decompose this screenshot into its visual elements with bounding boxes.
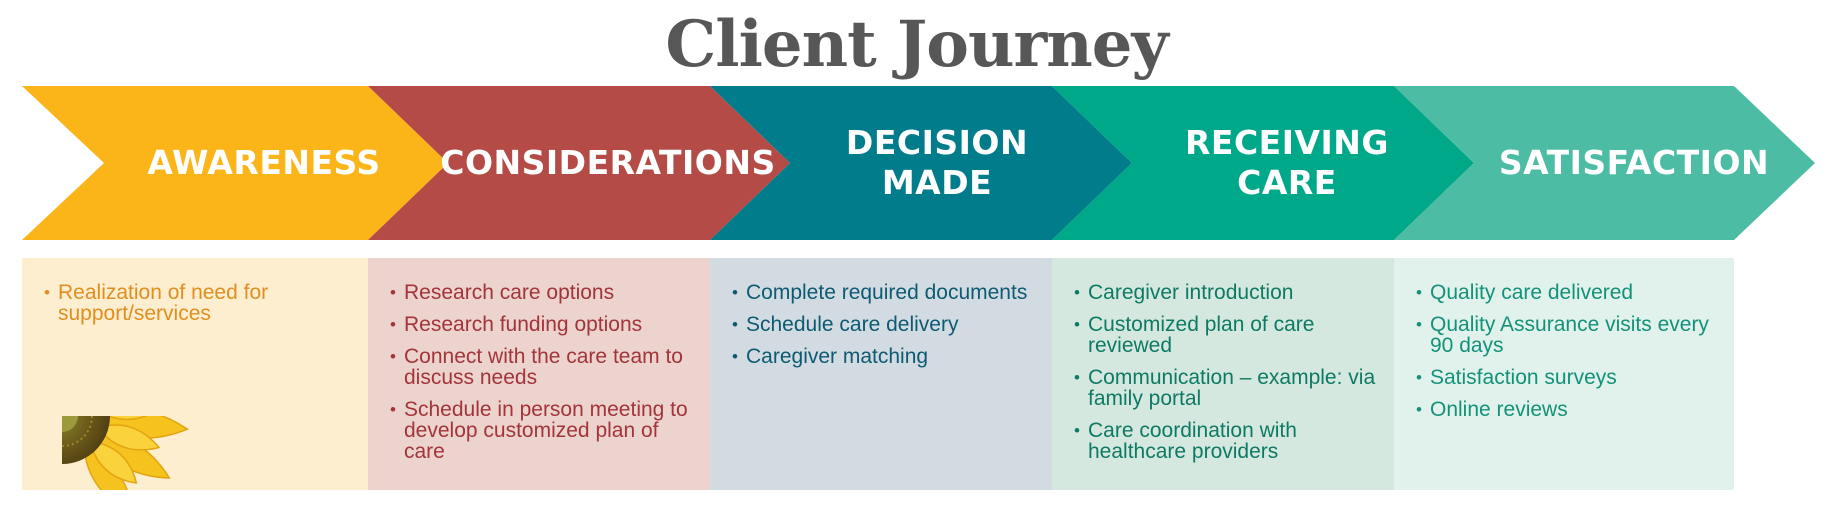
stage-label-line: CARE bbox=[1237, 163, 1337, 202]
sunflower-center bbox=[62, 416, 110, 464]
list-item: Caregiver matching bbox=[732, 346, 1038, 367]
list-item: Connect with the care team to discuss ne… bbox=[390, 346, 696, 388]
list-item: Research funding options bbox=[390, 314, 696, 335]
bullet-list: Quality care delivered Quality Assurance… bbox=[1416, 282, 1720, 420]
stage-label-line: AWARENESS bbox=[147, 143, 381, 182]
stage-label-line: RECEIVING bbox=[1184, 123, 1389, 162]
list-item: Schedule in person meeting to develop cu… bbox=[390, 399, 696, 462]
bullet-list: Realization of need for support/services bbox=[44, 282, 354, 324]
sunflower-image bbox=[62, 416, 189, 490]
sunflower-core bbox=[62, 416, 78, 432]
stage-label-line: CONSIDERATIONS bbox=[440, 143, 776, 182]
bullet-list: Complete required documents Schedule car… bbox=[732, 282, 1038, 367]
sunflower-petals bbox=[83, 416, 189, 490]
stage-label-line: MADE bbox=[881, 163, 993, 202]
panel-considerations: Research care options Research funding o… bbox=[368, 258, 710, 490]
stage-label-receiving: RECEIVING CARE bbox=[1132, 86, 1442, 240]
list-item: Quality care delivered bbox=[1416, 282, 1720, 303]
bullet-list: Caregiver introduction Customized plan o… bbox=[1074, 282, 1380, 462]
panel-satisfaction: Quality care delivered Quality Assurance… bbox=[1394, 258, 1734, 490]
list-item: Complete required documents bbox=[732, 282, 1038, 303]
panel-decision: Complete required documents Schedule car… bbox=[710, 258, 1052, 490]
stage-label-considerations: CONSIDERATIONS bbox=[440, 86, 775, 240]
list-item: Quality Assurance visits every 90 days bbox=[1416, 314, 1720, 356]
stage-label-line: SATISFACTION bbox=[1498, 143, 1770, 182]
list-item: Realization of need for support/services bbox=[44, 282, 354, 324]
panel-receiving: Caregiver introduction Customized plan o… bbox=[1052, 258, 1394, 490]
list-item: Caregiver introduction bbox=[1074, 282, 1380, 303]
list-item: Schedule care delivery bbox=[732, 314, 1038, 335]
stage-label-decision: DECISION MADE bbox=[790, 86, 1084, 240]
bullet-list: Research care options Research funding o… bbox=[390, 282, 696, 462]
list-item: Customized plan of care reviewed bbox=[1074, 314, 1380, 356]
chevron-awareness bbox=[22, 86, 448, 240]
stage-label-line: DECISION bbox=[845, 123, 1029, 162]
list-item: Research care options bbox=[390, 282, 696, 303]
stage-label-satisfaction: SATISFACTION bbox=[1474, 86, 1794, 240]
list-item: Care coordination with healthcare provid… bbox=[1074, 420, 1380, 462]
list-item: Satisfaction surveys bbox=[1416, 367, 1720, 388]
chevron-satisfaction bbox=[1394, 86, 1815, 240]
chevron-considerations bbox=[368, 86, 790, 240]
chevron-decision bbox=[710, 86, 1132, 240]
stage-label-awareness: AWARENESS bbox=[104, 86, 424, 240]
page-title: Client Journey bbox=[665, 7, 1168, 82]
chevron-receiving bbox=[1052, 86, 1474, 240]
list-item: Online reviews bbox=[1416, 399, 1720, 420]
list-item: Communication – example: via family port… bbox=[1074, 367, 1380, 409]
